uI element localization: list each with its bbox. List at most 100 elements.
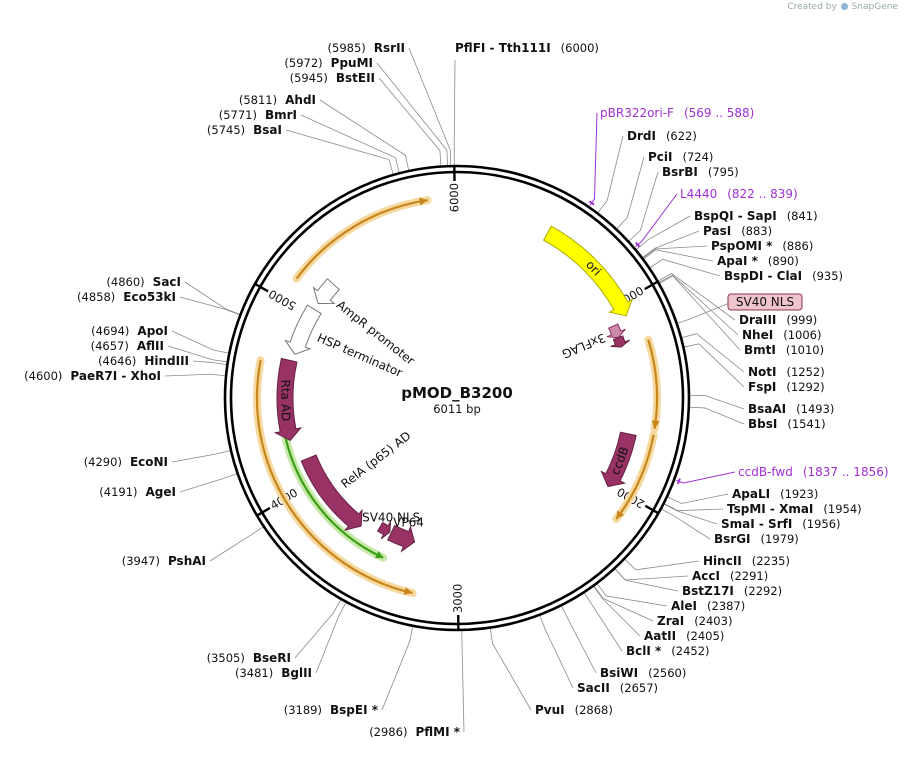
restriction-site[interactable]: BsaI(5745) bbox=[207, 123, 282, 137]
restriction-site[interactable]: NotI(1252) bbox=[748, 365, 825, 379]
restriction-site[interactable]: BspQI - SapI(841) bbox=[694, 209, 818, 223]
restriction-site[interactable]: DraIII(999) bbox=[739, 313, 817, 327]
site-position: (5811) bbox=[239, 93, 277, 107]
restriction-site[interactable]: NheI(1006) bbox=[742, 328, 821, 342]
restriction-site[interactable]: BsrBI(795) bbox=[662, 165, 739, 179]
site-position: (5771) bbox=[219, 108, 257, 122]
site-position: (3189) bbox=[284, 703, 322, 717]
restriction-site[interactable]: BspEI *(3189) bbox=[284, 703, 379, 717]
site-enzyme-name: BspQI - SapI bbox=[694, 209, 777, 223]
restriction-site[interactable]: HincII(2235) bbox=[703, 554, 790, 568]
site-position: (883) bbox=[741, 224, 772, 238]
restriction-site[interactable]: BclI *(2452) bbox=[626, 644, 710, 658]
restriction-site[interactable]: BmrI(5771) bbox=[219, 108, 297, 122]
restriction-site[interactable]: BstZ17I(2292) bbox=[682, 584, 782, 598]
site-enzyme-name: PciI bbox=[648, 150, 673, 164]
site-enzyme-name: EcoNI bbox=[130, 455, 168, 469]
restriction-site[interactable]: SacI(4860) bbox=[106, 275, 181, 289]
site-position: (3481) bbox=[235, 666, 273, 680]
restriction-site[interactable]: AhdI(5811) bbox=[239, 93, 316, 107]
restriction-site[interactable]: AccI(2291) bbox=[692, 569, 768, 583]
restriction-site[interactable]: SmaI - SrfI(1956) bbox=[721, 517, 841, 531]
site-position: (2868) bbox=[575, 703, 613, 717]
plasmid-name: pMOD_B3200 bbox=[401, 384, 513, 402]
inner-arc bbox=[297, 200, 428, 278]
restriction-site[interactable]: PflMI *(2986) bbox=[369, 725, 461, 739]
restriction-site[interactable]: TspMI - XmaI(1954) bbox=[727, 502, 862, 516]
site-position: (2657) bbox=[620, 681, 658, 695]
feature-rela-p65-ad-label: RelA (p65) AD bbox=[338, 429, 413, 491]
restriction-site[interactable]: BsaAI(1493) bbox=[748, 402, 834, 416]
site-enzyme-name: AatII bbox=[644, 629, 676, 643]
site-enzyme-name: HincII bbox=[703, 554, 742, 568]
site-leader-line bbox=[165, 374, 226, 376]
site-enzyme-name: ZraI bbox=[657, 614, 684, 628]
site-position: (2986) bbox=[369, 725, 407, 739]
site-position: (622) bbox=[666, 129, 697, 143]
site-leader-line bbox=[454, 60, 455, 166]
restriction-site[interactable]: AflII (4657) bbox=[91, 339, 164, 353]
restriction-site[interactable]: BglII(3481) bbox=[235, 666, 312, 680]
restriction-site[interactable]: Eco53kI(4858) bbox=[77, 290, 176, 304]
feature-vp64[interactable] bbox=[388, 526, 415, 552]
site-enzyme-name: BmtI bbox=[744, 343, 776, 357]
restriction-site[interactable]: HindIII(4646) bbox=[98, 354, 189, 368]
restriction-site[interactable]: SacII(2657) bbox=[577, 681, 658, 695]
site-position: (5945) bbox=[290, 71, 328, 85]
restriction-site[interactable]: PshAI(3947) bbox=[122, 554, 206, 568]
restriction-site[interactable]: ApaLI(1923) bbox=[732, 487, 818, 501]
site-leader-line bbox=[301, 115, 399, 173]
credit-brand: SnapGene bbox=[852, 2, 898, 12]
site-position: (1006) bbox=[783, 328, 821, 342]
restriction-site[interactable]: PciI (724) bbox=[648, 150, 713, 164]
site-position: (5972) bbox=[284, 56, 322, 70]
site-position: (4646) bbox=[98, 354, 136, 368]
restriction-site[interactable]: ApaI *(890) bbox=[717, 254, 799, 268]
restriction-site[interactable]: BbsI(1541) bbox=[748, 417, 826, 431]
restriction-site[interactable]: EcoNI(4290) bbox=[84, 455, 168, 469]
primer-site[interactable]: L4440(822 .. 839) bbox=[680, 187, 798, 201]
primer-name: pBR322ori-F bbox=[600, 106, 674, 120]
primer-site[interactable]: pBR322ori-F(569 .. 588) bbox=[600, 106, 754, 120]
restriction-site[interactable]: BsrGI(1979) bbox=[714, 532, 799, 546]
restriction-site[interactable]: AleI(2387) bbox=[671, 599, 745, 613]
feature-3xflag-label: 3xFLAG bbox=[560, 330, 608, 361]
primer-leader-line bbox=[635, 194, 677, 247]
primer-site[interactable]: ccdB-fwd(1837 .. 1856) bbox=[738, 465, 889, 479]
restriction-site[interactable]: AgeI(4191) bbox=[99, 485, 176, 499]
restriction-site[interactable]: PflFI - Tth111I(6000) bbox=[455, 41, 599, 55]
restriction-site[interactable]: PasI(883) bbox=[703, 224, 772, 238]
restriction-site[interactable]: AatII(2405) bbox=[644, 629, 724, 643]
feature-ampr-promoter[interactable] bbox=[314, 279, 340, 304]
site-enzyme-name: AccI bbox=[692, 569, 720, 583]
restriction-site[interactable]: BseRI(3505) bbox=[207, 651, 291, 665]
restriction-site[interactable]: BmtI(1010) bbox=[744, 343, 824, 357]
site-position: (795) bbox=[708, 165, 739, 179]
restriction-site[interactable]: PpuMI(5972) bbox=[284, 56, 373, 70]
site-position: (1954) bbox=[823, 502, 861, 516]
feature-rta-ad-label: Rta AD bbox=[278, 379, 293, 421]
site-position: (3947) bbox=[122, 554, 160, 568]
site-enzyme-name: AflII bbox=[137, 339, 164, 353]
restriction-site[interactable]: BstEII(5945) bbox=[290, 71, 375, 85]
restriction-site[interactable]: BsiWI(2560) bbox=[600, 666, 686, 680]
restriction-site[interactable]: PspOMI *(886) bbox=[711, 239, 813, 253]
restriction-site[interactable]: DrdI(622) bbox=[627, 129, 697, 143]
restriction-site[interactable]: FspI(1292) bbox=[748, 380, 825, 394]
sv40-nls-callout[interactable]: SV40 NLS bbox=[728, 294, 802, 310]
site-leader-line bbox=[540, 615, 573, 688]
primer-name: L4440 bbox=[680, 187, 717, 201]
restriction-site[interactable]: ZraI(2403) bbox=[657, 614, 732, 628]
site-enzyme-name: BbsI bbox=[748, 417, 777, 431]
restriction-site[interactable]: ApoI(4694) bbox=[91, 324, 168, 338]
restriction-site[interactable]: PaeR7I - XhoI(4600) bbox=[24, 369, 161, 383]
site-enzyme-name: DraIII bbox=[739, 313, 776, 327]
site-position: (724) bbox=[683, 150, 714, 164]
site-position: (935) bbox=[812, 269, 843, 283]
site-position: (4657) bbox=[91, 339, 129, 353]
site-leader-line bbox=[681, 334, 744, 372]
restriction-site[interactable]: PvuI(2868) bbox=[535, 703, 613, 717]
restriction-site[interactable]: BspDI - ClaI(935) bbox=[724, 269, 843, 283]
restriction-site[interactable]: RsrII(5985) bbox=[328, 41, 405, 55]
site-leader-line bbox=[180, 297, 240, 315]
